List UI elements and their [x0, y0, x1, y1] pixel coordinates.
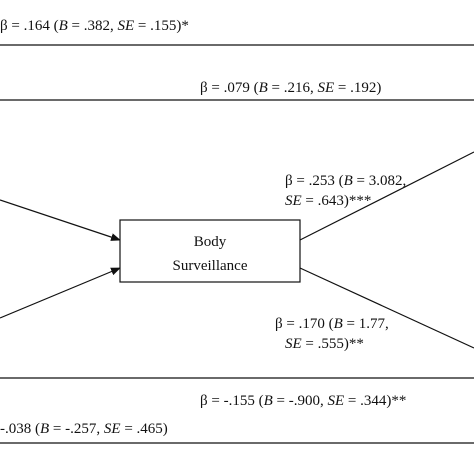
upper-right-path-label-line1: β = .253 (B = 3.082, [285, 173, 406, 189]
upper-right-path-label-line2: SE = .643)*** [285, 193, 371, 209]
lower-predictor-to-mediator-arrow [0, 267, 121, 319]
lower-right-path-label-line1: β = .170 (B = 1.77, [275, 316, 389, 332]
mediator-label-line2: Surveillance [173, 258, 248, 274]
top-direct-path-label: β = .164 (B = .382, SE = .155)* [0, 18, 189, 34]
bottom-direct-path-label-lower: -.038 (B = -.257, SE = .465) [0, 421, 168, 437]
mediator-to-lower-outcome-line [299, 267, 474, 349]
lower-right-path-label-line2: SE = .555)** [285, 336, 364, 352]
upper-predictor-to-mediator-arrow [0, 199, 121, 241]
mediator-label-line1: Body [194, 234, 227, 250]
mediator-to-upper-outcome-line [299, 151, 474, 241]
second-direct-path-label: β = .079 (B = .216, SE = .192) [200, 80, 381, 96]
mediator-box [119, 219, 301, 283]
bottom-direct-path-label-upper: β = -.155 (B = -.900, SE = .344)** [200, 393, 406, 409]
